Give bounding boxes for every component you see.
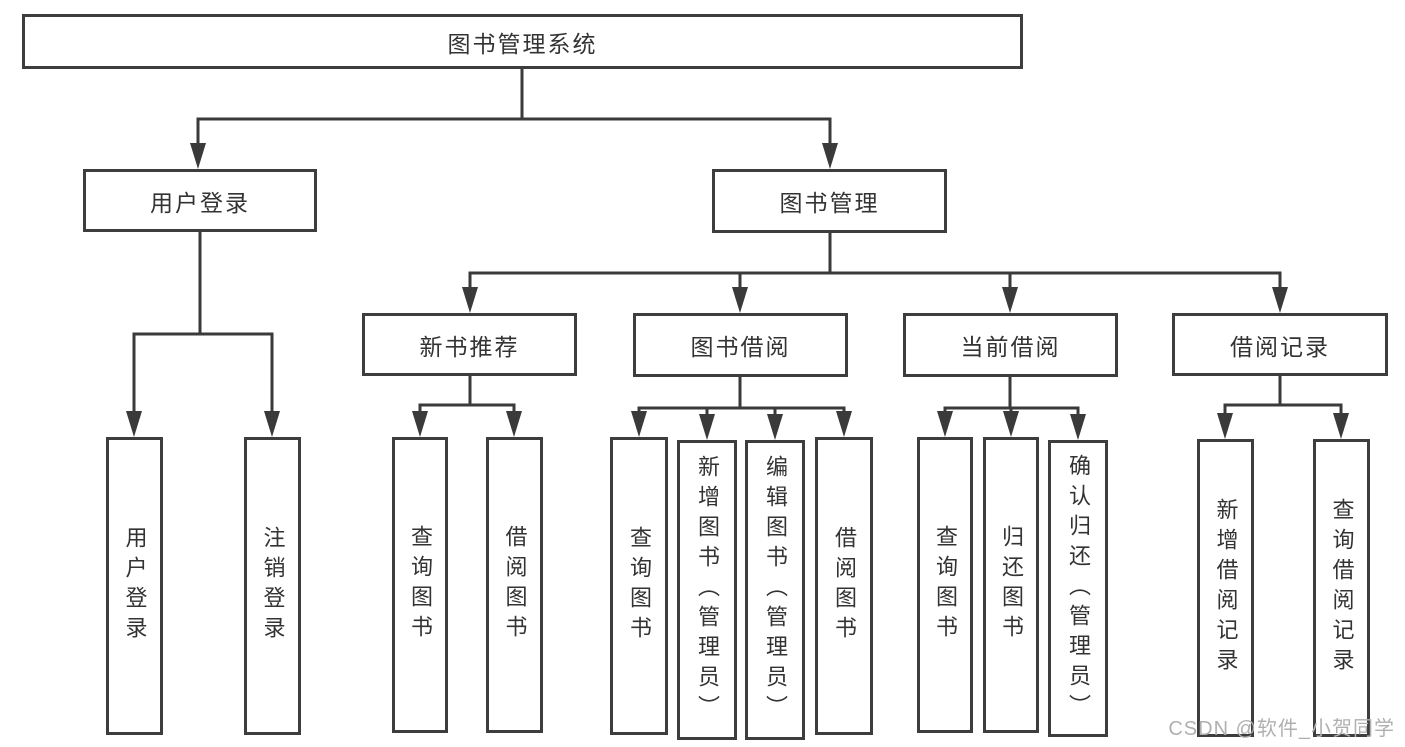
arrow-down-icon — [412, 411, 428, 437]
arrow-down-icon — [126, 411, 142, 437]
arrow-down-icon — [506, 411, 522, 437]
arrow-down-icon — [1002, 287, 1018, 313]
node-label: 借阅记录 — [1230, 333, 1330, 360]
node-label: 图书借阅 — [690, 334, 791, 360]
category-node-current-borrowing: 当前借阅 — [903, 313, 1118, 377]
arrow-down-icon — [190, 143, 206, 169]
book-management-split-connector — [468, 230, 1282, 293]
node-label: 用户登录 — [150, 189, 250, 216]
arrow-down-icon — [767, 414, 783, 440]
leaf-node-borrowing-add-books-admin: 新增图书（管理员） — [677, 440, 737, 740]
arrow-down-icon — [1272, 287, 1288, 313]
arrow-down-icon — [1003, 411, 1019, 437]
node-label: 用户登录 — [122, 526, 148, 646]
node-label: 查询图书 — [933, 525, 958, 645]
node-label: 新书推荐 — [419, 333, 520, 360]
node-label: 编辑图书（管理员） — [763, 455, 788, 725]
node-label: 当前借阅 — [960, 334, 1061, 360]
arrow-down-icon — [1333, 413, 1349, 439]
node-label: 查询图书 — [627, 526, 652, 646]
node-label: 归还图书 — [999, 525, 1024, 645]
watermark: CSDN @软件_小贺同学 — [1168, 718, 1395, 740]
leaf-node-records-query-borrow-record: 查询借阅记录 — [1313, 439, 1370, 737]
node-label: 确认归还（管理员） — [1066, 453, 1091, 724]
leaf-node-current-confirm-return-admin: 确认归还（管理员） — [1048, 440, 1108, 737]
node-label: 注销登录 — [260, 526, 286, 646]
category-node-borrowing-records: 借阅记录 — [1172, 313, 1388, 376]
leaf-node-recommend-borrow-books: 借阅图书 — [486, 437, 543, 733]
user-login-split-connector — [132, 230, 274, 417]
leaf-node-borrowing-query-books: 查询图书 — [610, 437, 668, 735]
leaf-node-logout: 注销登录 — [244, 437, 301, 735]
node-label: 借阅图书 — [832, 526, 857, 646]
arrow-down-icon — [732, 287, 748, 313]
leaf-node-borrowing-borrow-books: 借阅图书 — [815, 437, 873, 735]
leaf-node-current-query-books: 查询图书 — [917, 437, 973, 733]
branch-node-book-management: 图书管理 — [712, 169, 947, 233]
book-borrowing-split-connector — [637, 374, 846, 420]
arrow-down-icon — [699, 414, 715, 440]
root-node-library-management-system: 图书管理系统 — [22, 14, 1023, 69]
arrow-down-icon — [836, 411, 852, 437]
arrow-down-icon — [631, 411, 647, 437]
branch-node-user-login: 用户登录 — [83, 169, 317, 232]
root-split-connector — [196, 67, 832, 149]
node-label: 查询图书 — [408, 525, 433, 645]
category-node-new-book-recommendation: 新书推荐 — [362, 313, 577, 376]
leaf-node-user-login: 用户登录 — [106, 437, 163, 735]
leaf-node-records-add-borrow-record: 新增借阅记录 — [1197, 439, 1254, 737]
node-label: 图书管理 — [779, 190, 880, 216]
arrow-down-icon — [462, 287, 478, 313]
arrow-down-icon — [1070, 414, 1086, 440]
new-book-split-connector — [418, 374, 516, 417]
connector-paths — [132, 67, 1343, 420]
leaf-node-borrowing-edit-books-admin: 编辑图书（管理员） — [745, 440, 805, 740]
arrow-down-icon — [1217, 413, 1233, 439]
category-node-book-borrowing: 图书借阅 — [633, 313, 848, 377]
node-label: 新增借阅记录 — [1213, 498, 1239, 678]
node-label: 图书管理系统 — [447, 30, 598, 57]
node-label: 查询借阅记录 — [1329, 498, 1355, 678]
arrow-down-icon — [264, 411, 280, 437]
arrow-down-icon — [937, 411, 953, 437]
borrowing-records-split-connector — [1223, 374, 1343, 419]
arrow-down-icon — [822, 143, 838, 169]
node-label: 新增图书（管理员） — [695, 455, 720, 725]
leaf-node-current-return-books: 归还图书 — [983, 437, 1039, 733]
node-label: 借阅图书 — [502, 525, 528, 645]
arrowheads — [126, 143, 1349, 440]
leaf-node-recommend-query-books: 查询图书 — [392, 437, 448, 733]
